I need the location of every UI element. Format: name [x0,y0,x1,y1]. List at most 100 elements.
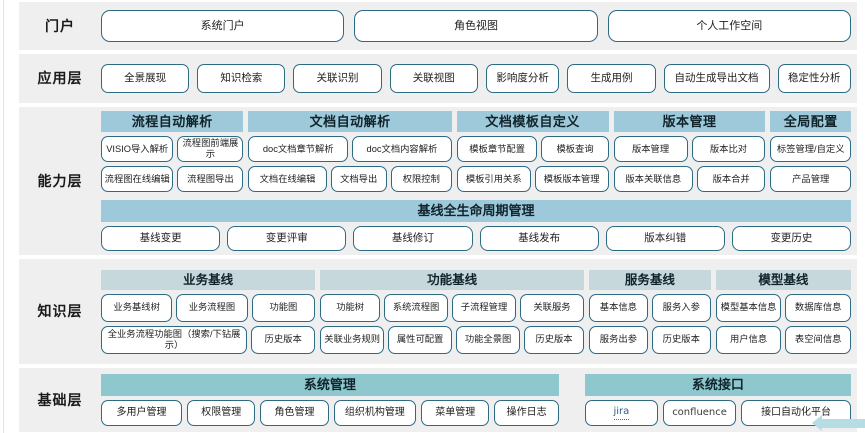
know-item-history-version[interactable]: 历史版本 [651,325,711,354]
group-header-system-interface: 系统接口 [584,374,851,396]
knowledge-group-business-baseline: 业务基线 业务基线树 业务流程图 功能图 全业务流程功能图（搜索/下钻展示） 历… [101,269,316,354]
know-item-function-chart[interactable]: 功能图 [251,293,316,322]
know-item-business-baseline-tree[interactable]: 业务基线树 [101,293,173,322]
know-item-database-info[interactable]: 数据库信息 [785,293,851,322]
group-row-2: 模板引用关系 模板版本管理 [456,166,609,192]
app-item-knowledge-search[interactable]: 知识检索 [197,64,286,93]
know-item-model-basic-info[interactable]: 模型基本信息 [715,293,782,322]
app-item-stability-analysis[interactable]: 稳定性分析 [777,64,851,93]
app-item-panorama[interactable]: 全景展现 [101,64,190,93]
group-header-doc-template: 文档模板自定义 [456,111,609,132]
app-item-generate-usecase[interactable]: 生成用例 [567,64,656,93]
cap-item-doc-chapter-parse[interactable]: doc文档章节解析 [248,136,349,162]
know-item-history-version[interactable]: 历史版本 [251,325,316,354]
base-item-role-mgmt[interactable]: 角色管理 [260,400,329,426]
group-row-1: VISIO导入解析 流程图前端展示 [101,136,244,162]
know-item-tablespace-info[interactable]: 表空间信息 [785,325,851,354]
app-item-relation-view[interactable]: 关联视图 [389,64,478,93]
life-item-change-review[interactable]: 变更评审 [227,226,347,251]
group-row-1: 模型基本信息 数据库信息 [715,293,851,322]
know-item-function-tree[interactable]: 功能树 [320,293,381,322]
life-item-baseline-revision[interactable]: 基线修订 [353,226,473,251]
cap-item-template-reference[interactable]: 模板引用关系 [456,166,531,192]
capability-groups: 流程自动解析 VISIO导入解析 流程图前端展示 流程图在线编辑 流程图导出 文… [101,111,851,192]
left-edge-rule [0,0,4,433]
cap-item-template-query[interactable]: 模板查询 [541,136,609,162]
capability-lifecycle: 基线全生命周期管理 基线变更 变更评审 基线修订 基线发布 版本纠错 变更历史 [101,200,852,251]
capability-content: 流程自动解析 VISIO导入解析 流程图前端展示 流程图在线编辑 流程图导出 文… [101,109,857,253]
group-row-1: 版本管理 版本比对 [613,136,766,162]
row-label-knowledge: 知识层 [37,303,83,320]
capability-group-flow-parse: 流程自动解析 VISIO导入解析 流程图前端展示 流程图在线编辑 流程图导出 [101,111,244,192]
capability-group-doc-parse: 文档自动解析 doc文档章节解析 doc文档内容解析 文档在线编辑 文档导出 权… [248,111,452,192]
group-row-2: 服务出参 历史版本 [588,325,711,354]
cap-item-template-chapter-config[interactable]: 模板章节配置 [456,136,538,162]
cap-item-doc-export[interactable]: 文档导出 [330,166,387,192]
life-item-change-history[interactable]: 变更历史 [731,226,852,251]
group-row-2: 流程图在线编辑 流程图导出 [101,166,244,192]
cap-item-flow-export[interactable]: 流程图导出 [177,166,244,192]
cap-item-doc-online-edit[interactable]: 文档在线编辑 [248,166,327,192]
base-item-permission-mgmt[interactable]: 权限管理 [187,400,256,426]
cap-item-tag-mgmt-custom[interactable]: 标签管理/自定义 [770,136,851,162]
cap-item-doc-content-parse[interactable]: doc文档内容解析 [352,136,452,162]
cap-item-template-version-mgmt[interactable]: 模板版本管理 [534,166,609,192]
life-item-baseline-change[interactable]: 基线变更 [101,226,221,251]
foundation-group-system-interface: 系统接口 jira confluence 接口自动化平台 [584,374,851,426]
pointer-arrow-icon [812,415,865,431]
portal-item-system[interactable]: 系统门户 [101,10,345,42]
cap-item-visio-import[interactable]: VISIO导入解析 [101,136,174,162]
base-item-operation-log[interactable]: 操作日志 [494,400,559,426]
base-item-multi-user-mgmt[interactable]: 多用户管理 [101,400,183,426]
group-header-version-mgmt: 版本管理 [613,111,766,132]
cap-item-version-relation-info[interactable]: 版本关联信息 [613,166,693,192]
group-header-flow-parse: 流程自动解析 [101,111,244,132]
know-item-attribute-configurable[interactable]: 属性可配置 [388,325,453,354]
portal-item-role-view[interactable]: 角色视图 [354,10,598,42]
know-item-full-business-flow-function-chart[interactable]: 全业务流程功能图（搜索/下钻展示） [101,325,248,354]
base-item-jira[interactable]: jira [584,400,658,426]
know-item-history-version[interactable]: 历史版本 [524,325,584,354]
group-header-doc-parse: 文档自动解析 [248,111,452,132]
app-item-auto-export-doc[interactable]: 自动生成导出文档 [663,64,770,93]
base-item-api-automation-platform[interactable]: 接口自动化平台 [741,400,851,426]
group-header-service-baseline: 服务基线 [588,269,711,290]
know-item-related-service[interactable]: 关联服务 [520,293,584,322]
base-item-menu-mgmt[interactable]: 菜单管理 [421,400,490,426]
know-item-related-business-rule[interactable]: 关联业务规则 [320,325,385,354]
row-application: 应用层 全景展现 知识检索 关联识别 关联视图 影响度分析 生成用例 自动生成导… [19,54,857,103]
portal-items: 系统门户 角色视图 个人工作空间 [101,10,857,42]
application-items: 全景展现 知识检索 关联识别 关联视图 影响度分析 生成用例 自动生成导出文档 … [101,64,857,93]
know-item-system-flow-chart[interactable]: 系统流程图 [384,293,449,322]
base-item-confluence[interactable]: confluence [662,400,737,426]
cap-item-version-compare[interactable]: 版本比对 [691,136,766,162]
know-item-service-input-param[interactable]: 服务入参 [651,293,711,322]
cap-item-flow-online-edit[interactable]: 流程图在线编辑 [101,166,174,192]
life-item-version-correction[interactable]: 版本纠错 [605,226,725,251]
app-item-relation-recognition[interactable]: 关联识别 [293,64,382,93]
portal-item-personal-workspace[interactable]: 个人工作空间 [607,10,851,42]
capability-group-doc-template: 文档模板自定义 模板章节配置 模板查询 模板引用关系 模板版本管理 [456,111,609,192]
app-item-impact-analysis[interactable]: 影响度分析 [485,64,560,93]
cap-item-flow-frontend-display[interactable]: 流程图前端展示 [177,136,244,162]
group-row-1: 基本信息 服务入参 [588,293,711,322]
confluence-label: confluence [672,407,727,419]
know-item-subflow-mgmt[interactable]: 子流程管理 [452,293,516,322]
life-item-baseline-release[interactable]: 基线发布 [479,226,599,251]
cap-item-product-mgmt[interactable]: 产品管理 [770,166,851,192]
foundation-group-system-mgmt: 系统管理 多用户管理 权限管理 角色管理 组织机构管理 菜单管理 操作日志 [101,374,559,426]
group-row-2: 版本关联信息 版本合并 [613,166,766,192]
row-portal: 门户 系统门户 角色视图 个人工作空间 [19,2,857,50]
jira-label: jira [613,406,630,420]
know-item-user-info[interactable]: 用户信息 [715,325,782,354]
know-item-service-output-param[interactable]: 服务出参 [588,325,648,354]
know-item-function-panorama[interactable]: 功能全景图 [456,325,521,354]
know-item-basic-info[interactable]: 基本信息 [588,293,648,322]
cap-item-permission-control[interactable]: 权限控制 [390,166,452,192]
know-item-business-flow-chart[interactable]: 业务流程图 [176,293,248,322]
base-item-org-structure-mgmt[interactable]: 组织机构管理 [333,400,417,426]
cap-item-version-mgmt[interactable]: 版本管理 [613,136,688,162]
cap-item-version-merge[interactable]: 版本合并 [696,166,766,192]
group-header-model-baseline: 模型基线 [715,269,851,290]
group-header-global-config: 全局配置 [770,111,851,132]
